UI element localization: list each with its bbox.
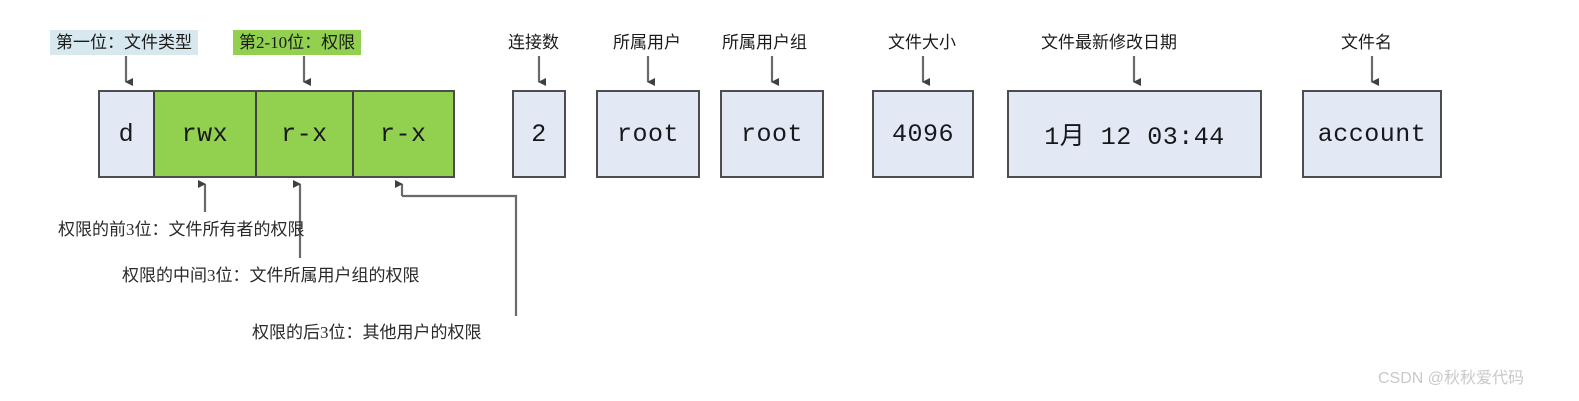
file-type-label: 第一位：文件类型 [50,30,198,56]
permission-strip: d rwx r-x r-x [98,90,455,178]
file-size-label: 文件大小 [888,33,956,52]
owner-perm-annotation: 权限的前3位：文件所有者的权限 [58,220,305,239]
owner-box: root [596,90,700,178]
owner-label: 所属用户 [613,33,681,52]
group-perm-annotation: 权限的中间3位：文件所属用户组的权限 [122,266,420,285]
csdn-watermark: CSDN @秋秋爱代码 [1378,370,1525,387]
other-perm-connector [395,180,518,316]
mtime-box: 1月 12 03:44 [1007,90,1262,178]
file-type-cell: d [100,92,155,176]
mtime-label: 文件最新修改日期 [1041,33,1177,52]
file-name-box: account [1302,90,1442,178]
link-count-label: 连接数 [508,33,559,52]
top-down-arrows [124,56,1379,86]
permission-label: 第2-10位：权限 [233,30,362,56]
group-box: root [720,90,824,178]
group-label: 所属用户组 [722,33,807,52]
owner-perm-cell: rwx [154,92,258,176]
group-perm-cell: r-x [257,92,354,176]
file-name-label: 文件名 [1341,33,1392,52]
link-count-box: 2 [512,90,566,178]
other-perm-cell: r-x [353,92,453,176]
other-perm-annotation: 权限的后3位：其他用户的权限 [252,323,482,342]
file-size-box: 4096 [872,90,974,178]
